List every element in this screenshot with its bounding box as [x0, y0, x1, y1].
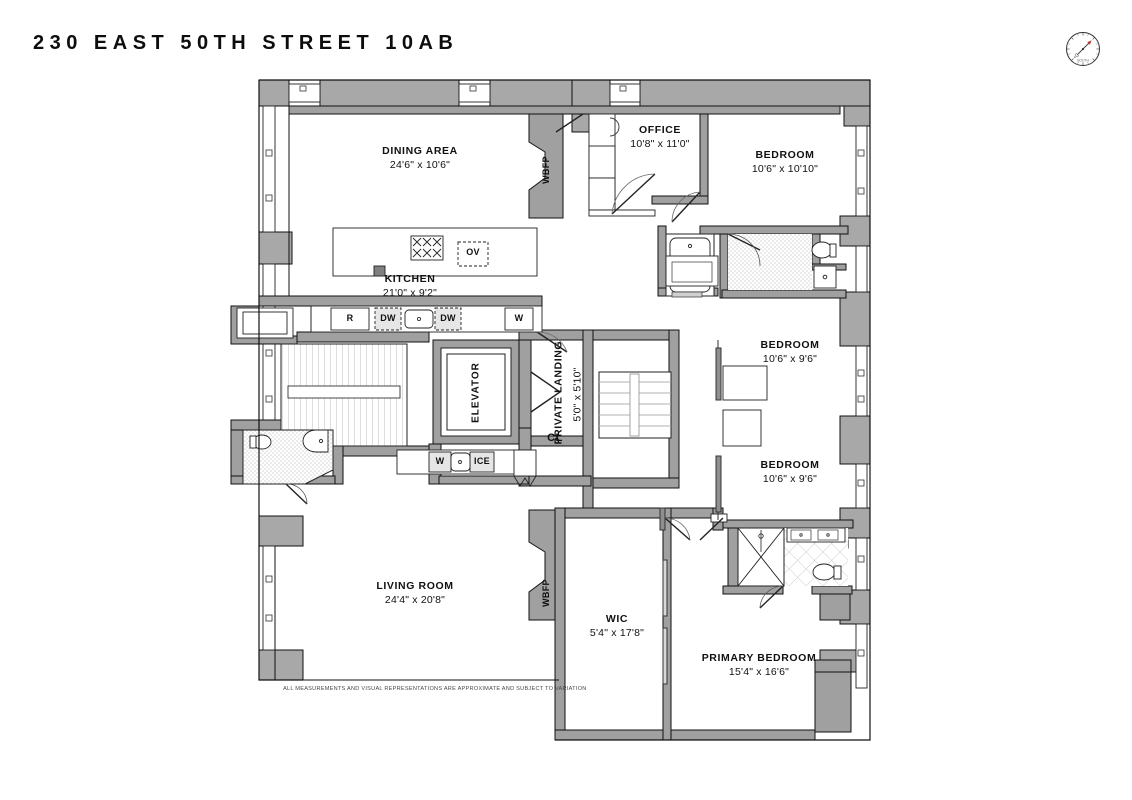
room-dimension-primary-bedroom: 15'4" x 16'6"	[728, 666, 790, 678]
room-dimension-living-room: 24'4" x 20'8"	[384, 594, 446, 606]
fireplace-label-living: WBFP	[541, 579, 551, 607]
room-label-wic: WIC	[605, 613, 629, 625]
washer-lower-label: W	[435, 456, 445, 466]
room-dimension-bedroom-3: 10'6" x 9'6"	[762, 473, 818, 485]
elevator-label: ELEVATOR	[470, 362, 482, 423]
page-title: 230 EAST 50TH STREET 10AB	[33, 32, 459, 54]
room-label-kitchen: KITCHEN	[384, 273, 436, 285]
refrigerator-label: R	[346, 313, 354, 323]
dishwasher-left-label: DW	[380, 313, 396, 323]
cooktop-icon	[412, 237, 442, 259]
room-dimension-wic: 5'4" x 17'8"	[589, 627, 645, 639]
room-dimension-private-landing: 5'0" x 5'10"	[571, 367, 584, 422]
room-label-private-landing: PRIVATE LANDING	[552, 340, 565, 445]
room-label-office: OFFICE	[638, 124, 682, 136]
room-dimension-kitchen: 21'0" x 9'2"	[382, 287, 438, 299]
closet-label: CL	[547, 432, 563, 444]
room-label-bedroom-1: BEDROOM	[755, 149, 815, 161]
room-dimension-bedroom-2: 10'6" x 9'6"	[762, 353, 818, 365]
room-label-bedroom-2: BEDROOM	[760, 339, 820, 351]
room-dimension-office: 10'8" x 11'0"	[630, 138, 690, 150]
room-label-primary-bedroom: PRIMARY BEDROOM	[701, 652, 817, 664]
room-dimension-dining-area: 24'6" x 10'6"	[389, 159, 451, 171]
disclaimer-text: ALL MEASUREMENTS AND VISUAL REPRESENTATI…	[283, 686, 587, 692]
room-label-living-room: LIVING ROOM	[376, 580, 454, 592]
room-dimension-bedroom-1: 10'6" x 10'10"	[751, 163, 819, 175]
room-label-bedroom-3: BEDROOM	[760, 459, 820, 471]
compass-rose-icon: SOUTH	[1064, 30, 1102, 68]
dishwasher-right-label: DW	[440, 313, 456, 323]
washer-upper-label: W	[514, 313, 524, 323]
oven-label: OV	[466, 247, 480, 257]
fireplace-label-dining: WBFP	[541, 156, 551, 184]
svg-text:SOUTH: SOUTH	[1077, 59, 1089, 63]
room-label-dining-area: DINING AREA	[382, 145, 458, 157]
ice-maker-label: ICE	[474, 456, 490, 466]
